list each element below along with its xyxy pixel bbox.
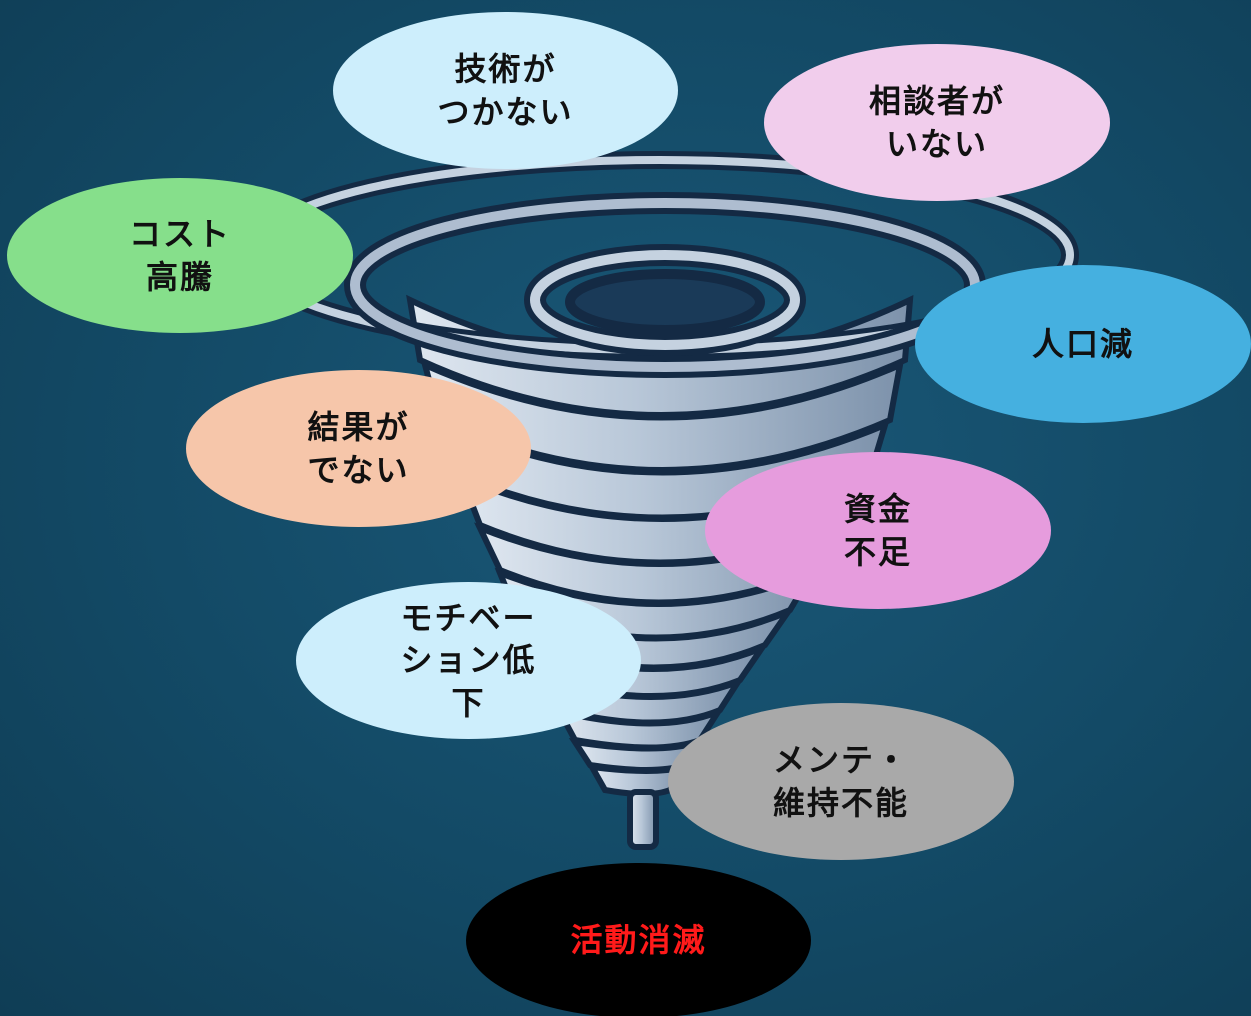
bubble-maintenance-failure: メンテ・ 維持不能 [668,703,1014,860]
bubble-no-results: 結果が でない [186,370,531,527]
bubble-cost-surge: コスト 高騰 [7,178,353,333]
bubble-motivation-drop: モチベー ション低 下 [296,582,641,739]
bubble-activity-extinction: 活動消滅 [466,863,811,1016]
bubble-cost-surge-label: コスト 高騰 [128,215,231,296]
bubble-no-technique: 技術が つかない [333,12,678,169]
bubble-no-technique-label: 技術が つかない [437,50,574,131]
bubble-no-results-label: 結果が でない [307,408,410,489]
bubble-no-advisor-label: 相談者が いない [868,82,1005,163]
bubble-no-advisor: 相談者が いない [764,44,1110,201]
bubble-population-decline-label: 人口減 [1031,324,1134,363]
bubble-fund-shortage-label: 資金 不足 [843,490,912,571]
bubble-population-decline: 人口減 [915,265,1251,423]
bubble-motivation-drop-label: モチベー ション低 下 [400,599,537,722]
bubble-maintenance-failure-label: メンテ・ 維持不能 [772,741,909,822]
bubble-fund-shortage: 資金 不足 [705,452,1051,609]
bubble-activity-extinction-label: 活動消滅 [570,921,707,960]
